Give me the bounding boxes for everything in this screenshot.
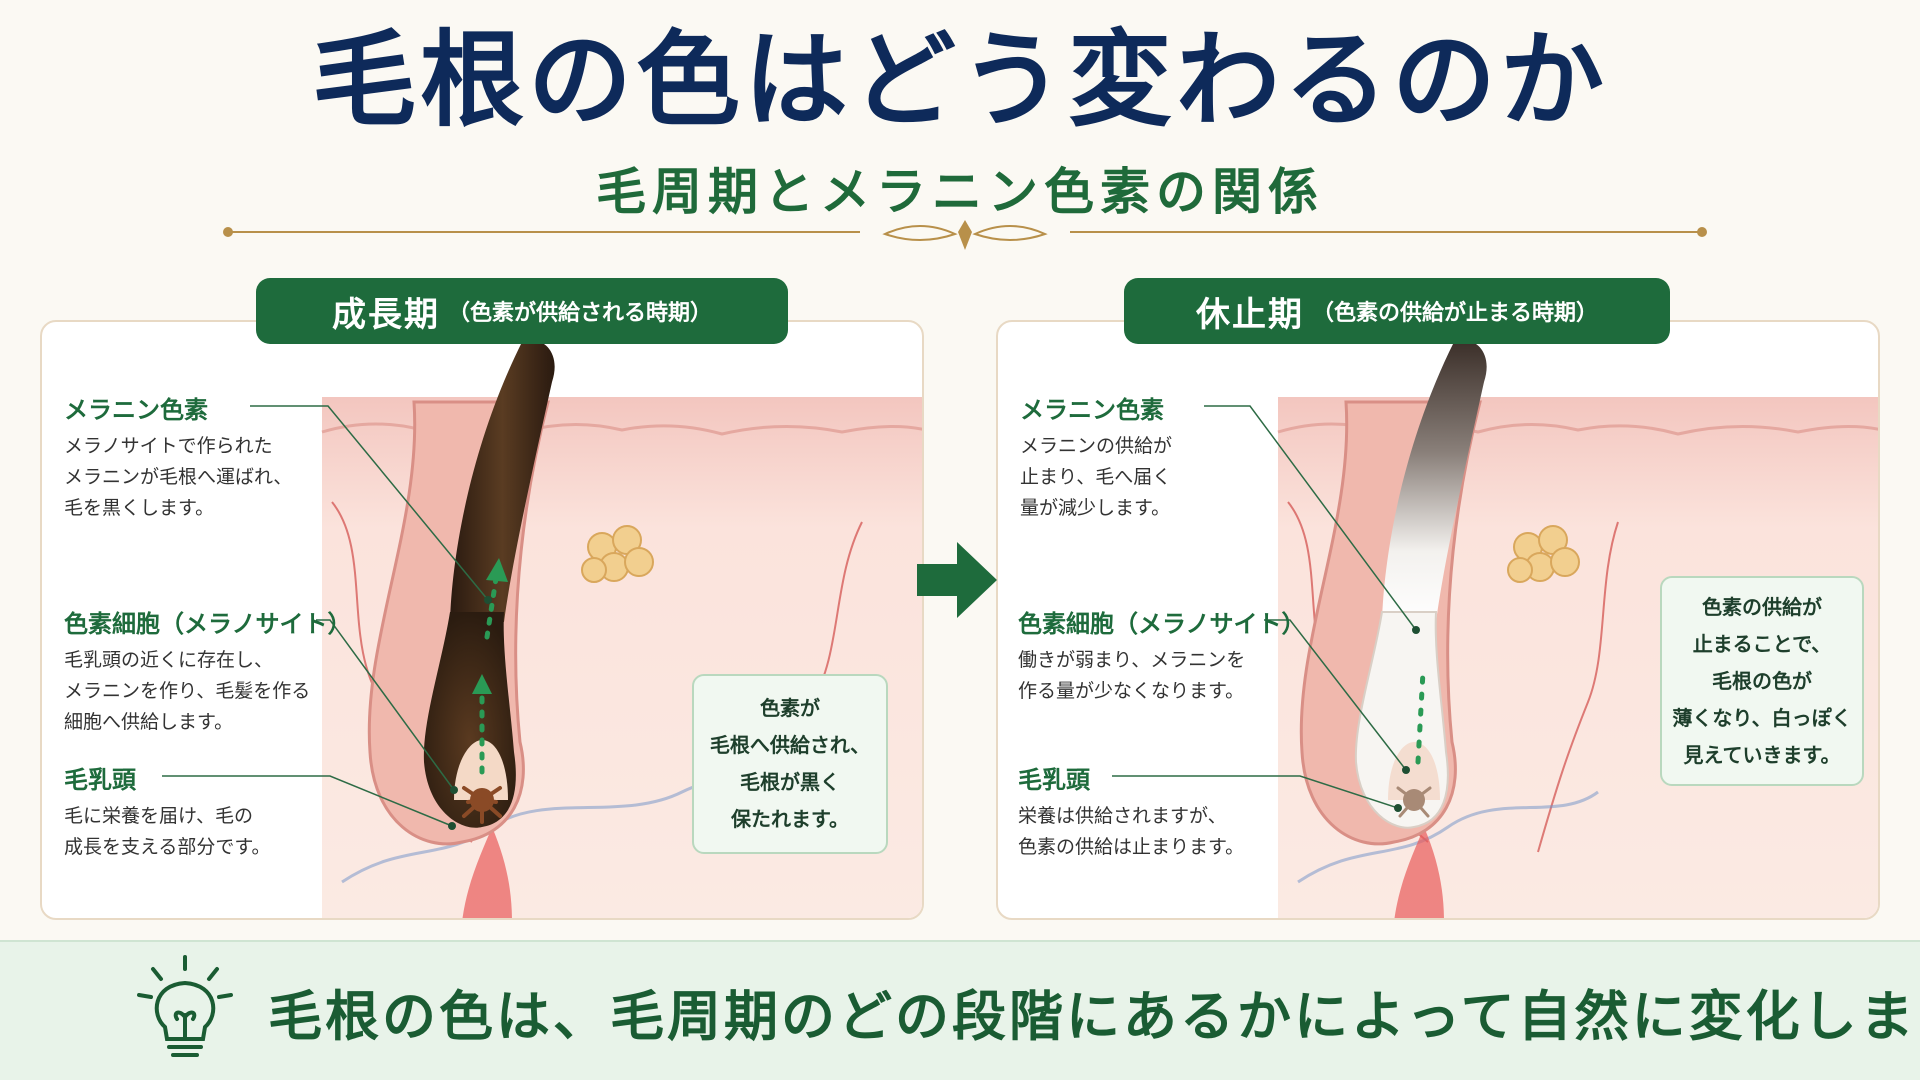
bottom-banner	[0, 940, 1920, 1080]
resting-phase-title: 休止期	[1195, 294, 1304, 335]
right-melanocyte-label: 色素細胞（メラノサイト） 働きが弱まり、メラニンを 作る量が少なくなります。	[1018, 604, 1306, 707]
lightbulb-icon	[137, 955, 233, 1057]
ornament-divider	[223, 220, 1707, 250]
left-callout: 色素が 毛根へ供給され、 毛根が黒く 保たれます。	[692, 674, 888, 854]
page-subtitle: 毛周期とメラニン色素の関係	[596, 163, 1324, 221]
right-melanin-label: メラニン色素 メラニンの供給が 止まり、毛へ届く 量が減少します。	[1020, 390, 1172, 524]
right-melanocyte-title: 色素細胞（メラノサイト）	[1018, 610, 1306, 638]
growth-phase-header: 成長期 （色素が供給される時期）	[256, 278, 788, 344]
left-melanin-label: メラニン色素 メラノサイトで作られた メラニンが毛根へ運ばれ、 毛を黒くします。	[64, 390, 292, 524]
growth-phase-subtitle: （色素が供給される時期）	[447, 301, 712, 326]
right-papilla-title: 毛乳頭	[1018, 766, 1090, 794]
left-melanocyte-title: 色素細胞（メラノサイト）	[64, 610, 352, 638]
left-papilla-desc: 毛に栄養を届け、毛の 成長を支える部分です。	[64, 805, 271, 858]
page-title: 毛根の色はどう変わるのか	[311, 19, 1608, 141]
right-papilla-desc: 栄養は供給されますが、 色素の供給は止まります。	[1018, 805, 1245, 858]
right-callout: 色素の供給が 止まることで、 毛根の色が 薄くなり、白っぽく 見えていきます。	[1660, 576, 1864, 786]
right-melanin-desc: メラニンの供給が 止まり、毛へ届く 量が減少します。	[1020, 435, 1173, 519]
left-melanocyte-label: 色素細胞（メラノサイト） 毛乳頭の近くに存在し、 メラニンを作り、毛髪を作る 細…	[64, 604, 352, 738]
right-papilla-label: 毛乳頭 栄養は供給されますが、 色素の供給は止まります。	[1018, 760, 1244, 863]
left-melanin-desc: メラノサイトで作られた メラニンが毛根へ運ばれ、 毛を黒くします。	[64, 435, 293, 519]
left-melanocyte-desc: 毛乳頭の近くに存在し、 メラニンを作り、毛髪を作る 細胞へ供給します。	[64, 649, 311, 733]
left-melanin-title: メラニン色素	[64, 396, 208, 424]
right-melanocyte-desc: 働きが弱まり、メラニンを 作る量が少なくなります。	[1018, 649, 1246, 702]
left-papilla-title: 毛乳頭	[64, 766, 136, 794]
left-papilla-label: 毛乳頭 毛に栄養を届け、毛の 成長を支える部分です。	[64, 760, 271, 863]
right-arrow-icon	[917, 542, 997, 618]
right-melanin-title: メラニン色素	[1020, 396, 1164, 424]
growth-phase-title: 成長期	[331, 294, 440, 335]
resting-phase-subtitle: （色素の供給が止まる時期）	[1311, 301, 1598, 326]
bottom-message: 毛根の色は、毛周期のどの段階にあるかによって自然に変化します	[268, 985, 1920, 1048]
resting-phase-header: 休止期 （色素の供給が止まる時期）	[1124, 278, 1670, 344]
